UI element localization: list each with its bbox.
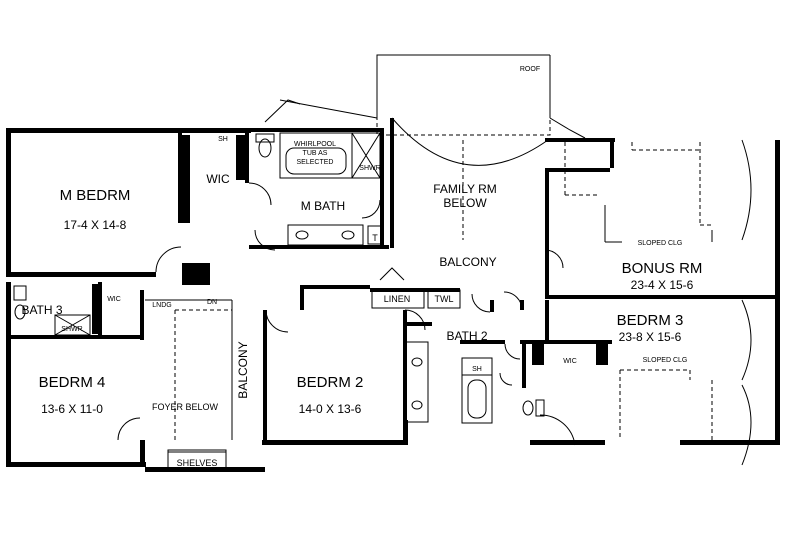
sh-master-label: SH xyxy=(218,136,228,143)
m-bedrm-label: M BEDRM xyxy=(60,187,131,204)
room-labels: M BEDRM 17-4 X 14-8 WIC SH WHIRLPOOL TUB… xyxy=(21,66,702,468)
roof-outline xyxy=(264,54,586,240)
bedrm4-label: BEDRM 4 xyxy=(39,374,106,391)
bonus-rm-size: 23-4 X 15-6 xyxy=(631,278,694,292)
roof-label: ROOF xyxy=(520,66,540,73)
bath3-label: BATH 3 xyxy=(21,303,62,317)
whirlpool-label-3: SELECTED xyxy=(297,159,334,166)
dn-label: DN xyxy=(207,299,217,306)
doors xyxy=(117,139,752,466)
sloped-clg-2-label: SLOPED CLG xyxy=(643,357,688,364)
bedrm3-size: 23-8 X 15-6 xyxy=(619,330,682,344)
wic-master-label: WIC xyxy=(206,172,230,186)
balcony-top-label: BALCONY xyxy=(439,255,496,269)
m-bath-label: M BATH xyxy=(301,199,345,213)
family-rm-label-1: FAMILY RM xyxy=(433,182,497,196)
shelves-side-label: SHELVES xyxy=(93,294,100,326)
shwr-master-label: SHWR xyxy=(359,165,380,172)
bath2-label: BATH 2 xyxy=(446,329,487,343)
bedrm4-size: 13-6 X 11-0 xyxy=(41,402,103,416)
t-label: T xyxy=(372,233,378,243)
foyer-below-label: FOYER BELOW xyxy=(152,402,219,412)
bedrm3-label: BEDRM 3 xyxy=(617,312,684,329)
sloped-ceiling-lines xyxy=(564,142,713,440)
shelves-bottom-label: SHELVES xyxy=(177,458,218,468)
sloped-clg-1-label: SLOPED CLG xyxy=(638,240,683,247)
wic-bedrm3-label: WIC xyxy=(563,358,577,365)
bedrm2-size: 14-0 X 13-6 xyxy=(299,402,362,416)
whirlpool-label-2: TUB AS xyxy=(303,150,328,157)
closet-shelves xyxy=(92,135,608,365)
m-bedrm-size: 17-4 X 14-8 xyxy=(64,218,127,232)
family-rm-label-2: BELOW xyxy=(443,196,487,210)
fixtures xyxy=(13,132,545,471)
shwr-bath3-label: SHWR xyxy=(61,326,82,333)
twl-label: TWL xyxy=(435,294,454,304)
wic-bath3-label: WIC xyxy=(107,296,121,303)
balcony-side-label: BALCONY xyxy=(236,341,250,398)
sh-bath2-label: SH xyxy=(472,366,482,373)
bedrm2-label: BEDRM 2 xyxy=(297,374,364,391)
whirlpool-label-1: WHIRLPOOL xyxy=(294,141,336,148)
bonus-rm-label: BONUS RM xyxy=(622,260,703,277)
linen-label: LINEN xyxy=(384,294,411,304)
lndg-label: LNDG xyxy=(152,302,171,309)
